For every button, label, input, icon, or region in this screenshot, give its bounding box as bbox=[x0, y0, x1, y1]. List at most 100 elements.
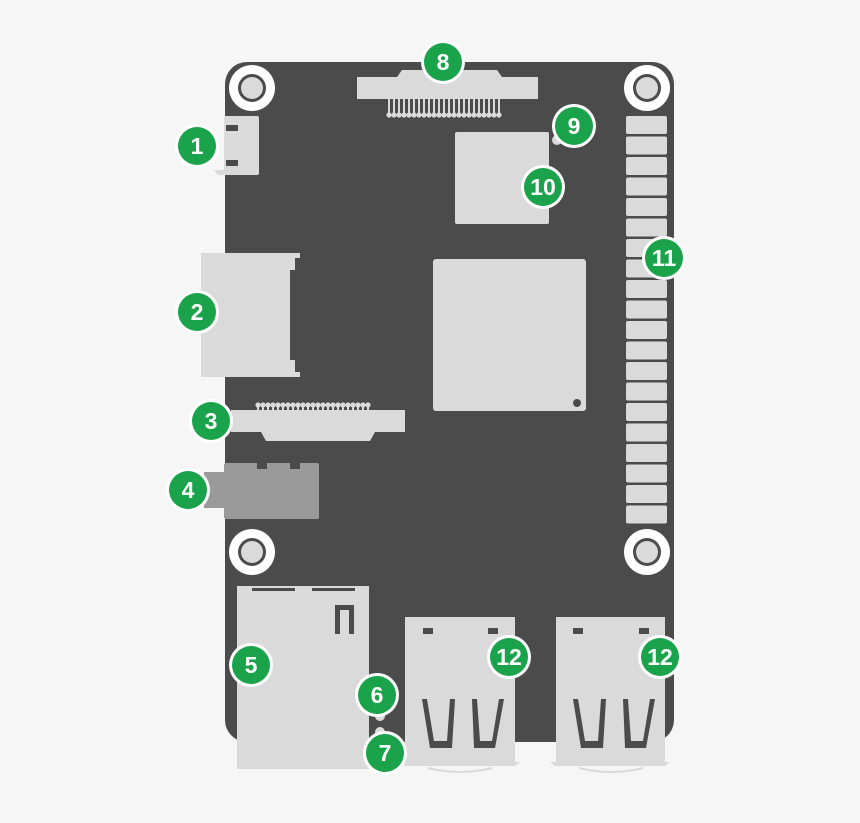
camera-pin-pad bbox=[421, 112, 427, 118]
gpio-pin bbox=[626, 341, 667, 360]
gpio-pin bbox=[626, 157, 667, 175]
camera-pin bbox=[453, 90, 455, 114]
display-pin bbox=[332, 405, 334, 419]
display-pin-pad bbox=[270, 402, 276, 408]
display-pin-pad bbox=[300, 402, 306, 408]
display-pin bbox=[267, 405, 269, 419]
gpio-pin bbox=[626, 485, 667, 503]
display-pin bbox=[297, 405, 299, 419]
display-pin-pad bbox=[305, 402, 311, 408]
marker-10-label: 10 bbox=[530, 174, 556, 200]
display-pin-pad bbox=[365, 402, 371, 408]
camera-pin bbox=[398, 90, 400, 114]
camera-pin-pad bbox=[446, 112, 452, 118]
camera-pin-pad bbox=[486, 112, 492, 118]
marker-4: 4 bbox=[166, 468, 210, 512]
marker-1: 1 bbox=[175, 124, 219, 168]
mounting-hole-top-right bbox=[624, 65, 670, 111]
display-pin-pad bbox=[255, 402, 261, 408]
marker-12-right: 12 bbox=[638, 635, 682, 679]
camera-pin bbox=[493, 90, 495, 114]
marker-9-label: 9 bbox=[568, 113, 581, 139]
camera-pin bbox=[468, 90, 470, 114]
display-pin-pad bbox=[320, 402, 326, 408]
camera-pin-pad bbox=[491, 112, 497, 118]
marker-6: 6 bbox=[355, 673, 399, 717]
gpio-pin bbox=[626, 464, 667, 483]
display-pin bbox=[277, 405, 279, 419]
display-pin-pad bbox=[325, 402, 331, 408]
mounting-hole-bottom-right bbox=[624, 529, 670, 575]
memory-chip bbox=[455, 132, 549, 224]
display-pin bbox=[337, 405, 339, 419]
marker-11-label: 11 bbox=[652, 245, 677, 271]
gpio-pin bbox=[626, 136, 667, 155]
camera-pin-pad bbox=[481, 112, 487, 118]
display-pin bbox=[282, 405, 284, 419]
camera-pin bbox=[393, 90, 395, 114]
display-pin-pad bbox=[290, 402, 296, 408]
marker-5: 5 bbox=[229, 643, 273, 687]
camera-pin bbox=[433, 90, 435, 114]
display-pin bbox=[262, 405, 264, 419]
display-pin-pad bbox=[280, 402, 286, 408]
camera-pin bbox=[413, 90, 415, 114]
marker-11: 11 bbox=[642, 236, 686, 280]
hdmi-port bbox=[201, 253, 300, 377]
camera-pin-pad bbox=[471, 112, 477, 118]
camera-pin-pad bbox=[396, 112, 402, 118]
marker-3: 3 bbox=[189, 399, 233, 443]
display-pin-pad bbox=[350, 402, 356, 408]
camera-pin bbox=[423, 90, 425, 114]
marker-2: 2 bbox=[175, 290, 219, 334]
display-pin bbox=[322, 405, 324, 419]
display-pin-pad bbox=[260, 402, 266, 408]
camera-pin bbox=[473, 90, 475, 114]
marker-3-label: 3 bbox=[205, 408, 218, 434]
display-pin bbox=[272, 405, 274, 419]
display-pin bbox=[257, 405, 259, 419]
display-pin bbox=[362, 405, 364, 419]
camera-pin-pad bbox=[431, 112, 437, 118]
camera-pin-pad bbox=[476, 112, 482, 118]
gpio-pin bbox=[626, 505, 667, 524]
gpio-pin bbox=[626, 321, 667, 339]
camera-pin-pad bbox=[406, 112, 412, 118]
display-pin bbox=[357, 405, 359, 419]
marker-8: 8 bbox=[421, 40, 465, 84]
gpio-pin bbox=[626, 403, 667, 421]
camera-connector bbox=[357, 70, 538, 118]
camera-pin-pad bbox=[411, 112, 417, 118]
camera-pin bbox=[488, 90, 490, 114]
gpio-pin bbox=[626, 423, 667, 442]
mounting-hole-bottom-left bbox=[229, 529, 275, 575]
camera-pin-pad bbox=[416, 112, 422, 118]
gpio-pin bbox=[626, 382, 667, 401]
marker-8-label: 8 bbox=[437, 49, 450, 75]
gpio-pin bbox=[626, 280, 667, 298]
gpio-pin bbox=[626, 362, 667, 380]
display-connector bbox=[231, 402, 405, 441]
marker-7: 7 bbox=[363, 731, 407, 775]
camera-pin bbox=[418, 90, 420, 114]
camera-pin-pad bbox=[426, 112, 432, 118]
gpio-pin bbox=[626, 300, 667, 319]
camera-pin-pad bbox=[441, 112, 447, 118]
display-pin-pad bbox=[315, 402, 321, 408]
marker-10: 10 bbox=[521, 165, 565, 209]
audio-jack bbox=[204, 461, 319, 519]
marker-1-label: 1 bbox=[191, 133, 204, 159]
marker-2-label: 2 bbox=[191, 299, 204, 325]
gpio-pin bbox=[626, 218, 667, 237]
camera-pin bbox=[463, 90, 465, 114]
marker-4-label: 4 bbox=[182, 477, 195, 503]
display-pin bbox=[367, 405, 369, 419]
camera-pin bbox=[438, 90, 440, 114]
camera-pin-pad bbox=[451, 112, 457, 118]
display-pin bbox=[292, 405, 294, 419]
gpio-pin bbox=[626, 444, 667, 462]
display-pin-pad bbox=[310, 402, 316, 408]
gpio-pin bbox=[626, 116, 667, 134]
display-pin-pad bbox=[355, 402, 361, 408]
